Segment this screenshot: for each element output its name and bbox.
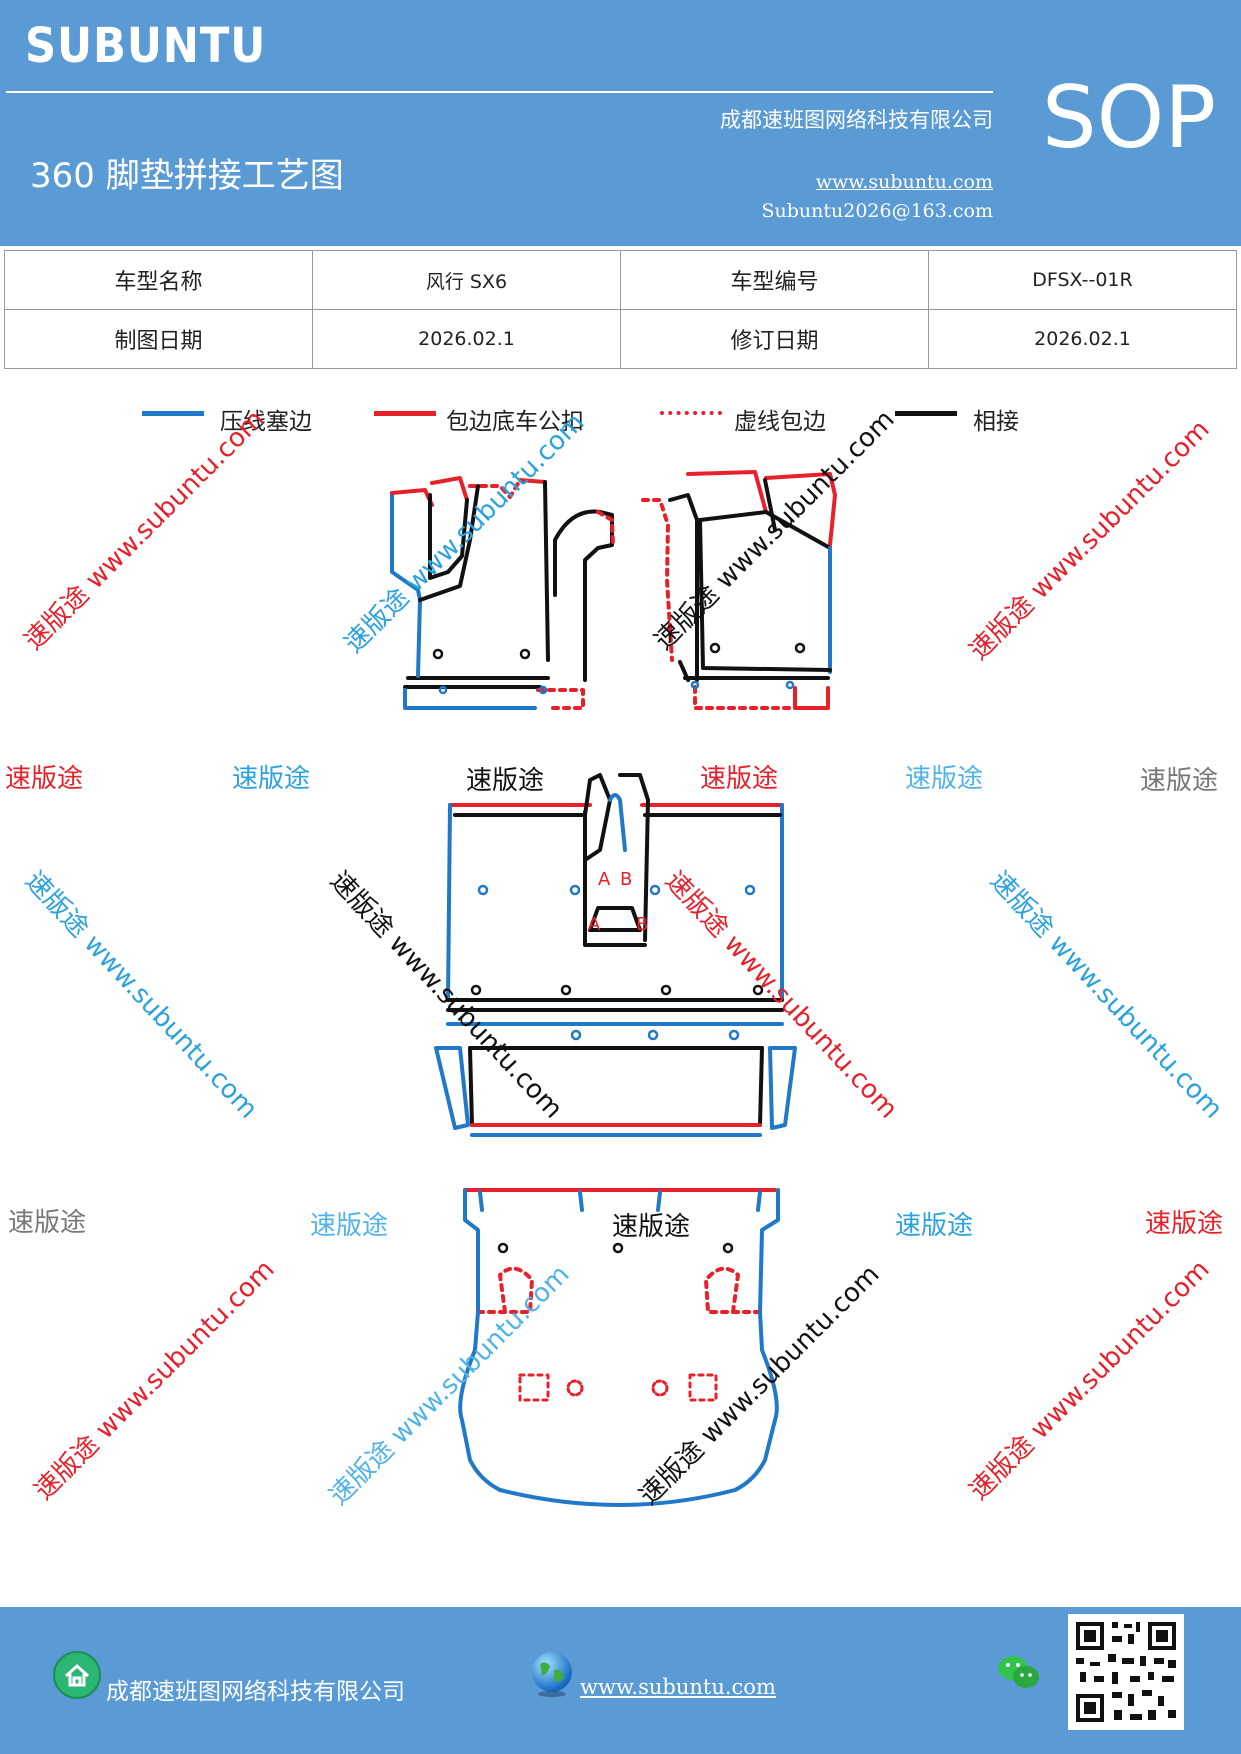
- qr-code-icon: [1068, 1614, 1184, 1730]
- watermark-brand: 速版途: [5, 764, 84, 794]
- trunk-mat: [458, 1188, 780, 1507]
- revise-date-label: 修订日期: [620, 309, 929, 369]
- page-title: 360 脚垫拼接工艺图: [30, 156, 344, 196]
- brand-logo: SUBUNTU: [25, 18, 267, 74]
- part-label-b: B: [620, 869, 632, 890]
- part-label-a: A: [598, 869, 611, 890]
- header-divider: [6, 91, 993, 93]
- legend-label: 压线塞边: [220, 409, 312, 435]
- footer-company: 成都速班图网络科技有限公司: [106, 1679, 405, 1705]
- email-address: Subuntu2026@163.com: [761, 200, 993, 222]
- watermark-brand: 速版途: [612, 1212, 691, 1242]
- part-label-a: A: [588, 914, 601, 935]
- front-right-mat: [641, 470, 837, 710]
- watermark-brand: 速版途: [905, 764, 984, 794]
- model-code-value: DFSX--01R: [928, 250, 1237, 310]
- vehicle-info-table: 车型名称 风行 SX6 车型编号 DFSX--01R 制图日期 2026.02.…: [4, 250, 1237, 369]
- website-link[interactable]: www.subuntu.com: [815, 171, 993, 193]
- legend-swatch: [895, 411, 957, 416]
- sop-badge: SOP: [1042, 68, 1217, 168]
- globe-icon[interactable]: [528, 1650, 576, 1698]
- legend-label: 包边底车公扣: [446, 409, 584, 435]
- model-name-value: 风行 SX6: [312, 250, 621, 310]
- watermark-brand: 速版途: [1140, 766, 1219, 796]
- watermark-brand: 速版途: [466, 766, 545, 796]
- legend-label: 相接: [973, 409, 1019, 435]
- watermark-brand: 速版途: [1145, 1209, 1224, 1239]
- watermark-brand: 速版途: [895, 1211, 974, 1241]
- model-code-label: 车型编号: [620, 250, 929, 310]
- legend-swatch: [142, 411, 204, 416]
- table-row: 制图日期 2026.02.1 修订日期 2026.02.1: [4, 309, 1237, 369]
- legend-swatch: [660, 411, 722, 415]
- legend-swatch: [374, 411, 436, 416]
- home-icon[interactable]: [52, 1650, 102, 1700]
- front-left-mat: [390, 476, 615, 710]
- wechat-icon[interactable]: [996, 1652, 1042, 1692]
- company-name: 成都速班图网络科技有限公司: [720, 108, 993, 132]
- middle-rear-mat: [434, 773, 797, 1137]
- footer-website-link[interactable]: www.subuntu.com: [580, 1675, 776, 1699]
- watermark-brand: 速版途: [232, 764, 311, 794]
- revise-date-value: 2026.02.1: [928, 309, 1237, 369]
- watermark-brand: 速版途: [310, 1211, 389, 1241]
- watermark-brand: 速版途: [700, 764, 779, 794]
- draw-date-label: 制图日期: [4, 309, 313, 369]
- part-label-b: B: [636, 914, 648, 935]
- draw-date-value: 2026.02.1: [312, 309, 621, 369]
- watermark-brand: 速版途: [8, 1208, 87, 1238]
- legend-label: 虚线包边: [734, 409, 826, 435]
- header-band: [0, 0, 1241, 246]
- model-name-label: 车型名称: [4, 250, 313, 310]
- table-row: 车型名称 风行 SX6 车型编号 DFSX--01R: [4, 250, 1237, 310]
